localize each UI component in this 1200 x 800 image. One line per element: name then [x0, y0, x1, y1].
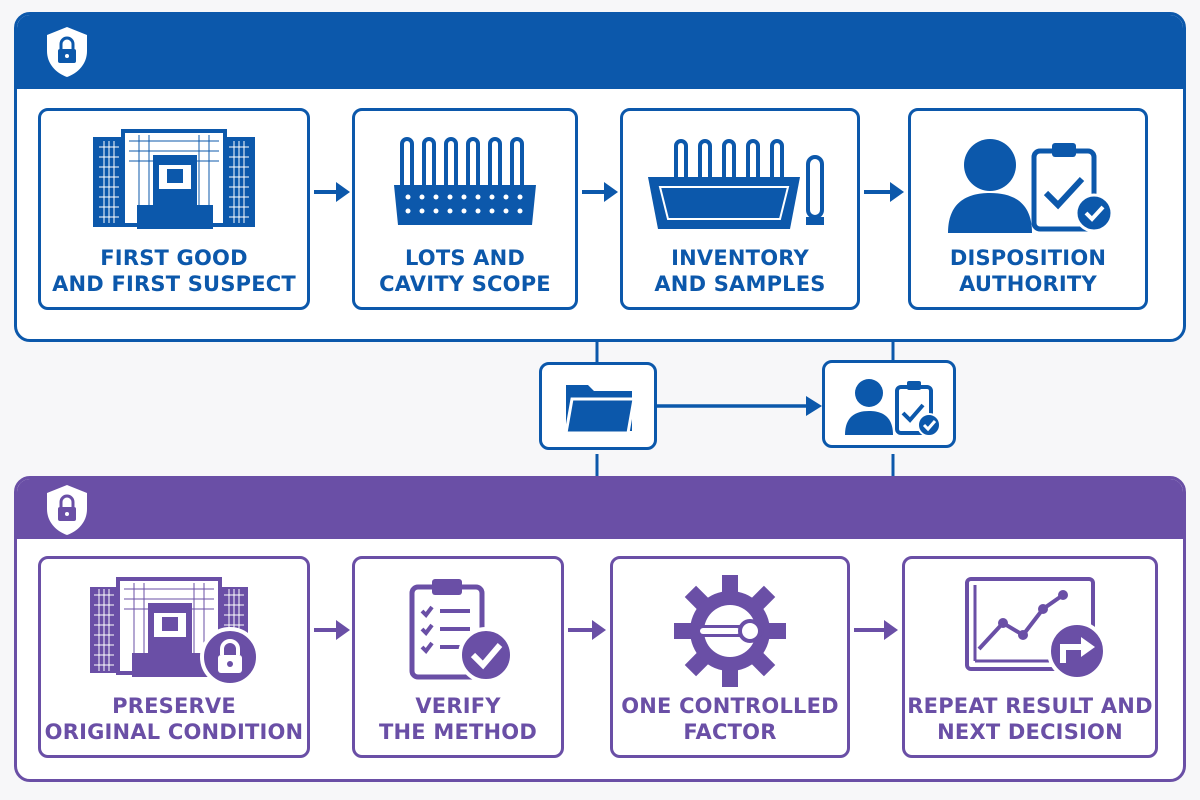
- arrow-right-icon: [864, 182, 904, 202]
- person-clipboard-icon: [845, 379, 941, 437]
- card-label: LOTS AND CAVITY SCOPE: [379, 246, 551, 296]
- middle-folder-box: [539, 362, 657, 450]
- card-label: INVENTORY AND SAMPLES: [654, 246, 826, 296]
- molding-machine-icon: [93, 129, 255, 229]
- card-label: ONE CONTROLLED FACTOR: [621, 694, 839, 744]
- arrow-right-icon: [314, 620, 350, 640]
- arrow-right-icon: [568, 620, 606, 640]
- checklist-icon: [409, 579, 514, 683]
- preform-rack-icon: [394, 137, 536, 225]
- card-repeat-result: REPEAT RESULT AND NEXT DECISION: [902, 556, 1158, 758]
- gear-slider-icon: [674, 575, 786, 687]
- sample-bin-icon: [648, 139, 824, 229]
- arrow-right-icon: [582, 182, 618, 202]
- card-verify-method: VERIFY THE METHOD: [352, 556, 564, 758]
- locked-machine-icon: [90, 577, 260, 687]
- top-panel-header: [17, 15, 1183, 89]
- arrow-right-icon: [854, 620, 898, 640]
- card-label: REPEAT RESULT AND NEXT DECISION: [907, 694, 1153, 744]
- shield-lock-icon: [47, 485, 87, 535]
- card-label: VERIFY THE METHOD: [379, 694, 537, 744]
- card-label: FIRST GOOD AND FIRST SUSPECT: [52, 246, 296, 296]
- shield-lock-icon: [47, 27, 87, 77]
- person-clipboard-icon: [948, 139, 1114, 233]
- trend-chart-icon: [965, 577, 1107, 681]
- folder-icon: [564, 385, 636, 435]
- card-lots-cavity: LOTS AND CAVITY SCOPE: [352, 108, 578, 310]
- card-label: DISPOSITION AUTHORITY: [949, 246, 1107, 296]
- arrow-right-icon: [314, 182, 350, 202]
- card-first-good: FIRST GOOD AND FIRST SUSPECT: [38, 108, 310, 310]
- card-inventory-samples: INVENTORY AND SAMPLES: [620, 108, 860, 310]
- card-label: PRESERVE ORIGINAL CONDITION: [44, 694, 304, 744]
- middle-review-box: [822, 360, 956, 448]
- bottom-panel-header: [17, 479, 1183, 539]
- card-one-factor: ONE CONTROLLED FACTOR: [610, 556, 850, 758]
- card-preserve-condition: PRESERVE ORIGINAL CONDITION: [38, 556, 310, 758]
- card-disposition-authority: DISPOSITION AUTHORITY: [908, 108, 1148, 310]
